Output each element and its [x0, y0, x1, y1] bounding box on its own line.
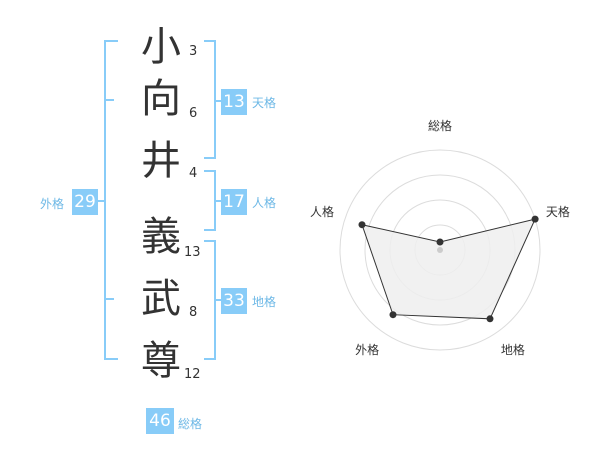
sokaku-value: 46 — [146, 408, 174, 434]
name-char-4: 義 — [141, 214, 181, 260]
stroke-count-6: 12 — [184, 367, 201, 382]
name-char-5: 武 — [141, 276, 181, 322]
ten-bracket — [204, 40, 216, 159]
tenkaku-label: 天格 — [252, 96, 277, 110]
radar-axis-label: 地格 — [500, 343, 525, 358]
name-char-2: 向 — [141, 76, 181, 122]
radar-point-3 — [486, 315, 494, 323]
radar-point-4 — [389, 311, 397, 319]
stroke-count-1: 3 — [189, 44, 198, 59]
chikaku-label: 地格 — [252, 295, 277, 309]
name-char-3: 井 — [141, 138, 181, 184]
tenkaku-value: 13 — [221, 89, 247, 115]
radar-axis-label: 総格 — [427, 119, 452, 133]
gaikaku-label: 外格 — [40, 197, 65, 211]
radar-point-5 — [358, 221, 366, 229]
radar-axis-label: 人格 — [310, 204, 335, 219]
stroke-count-5: 8 — [189, 305, 198, 320]
radar-point-1 — [436, 238, 444, 246]
jinkaku-value: 17 — [221, 189, 247, 215]
stroke-count-2: 6 — [189, 106, 198, 121]
brackets-group — [98, 40, 222, 360]
radar-value-area — [361, 218, 536, 320]
radar-grid-ring-4 — [339, 149, 541, 351]
stroke-count-3: 4 — [189, 166, 198, 181]
radar-center-dot — [437, 247, 443, 253]
radar-axis-label: 外格 — [355, 343, 380, 358]
jinkaku-label: 人格 — [252, 196, 277, 210]
name-char-6: 尊 — [141, 338, 181, 384]
radar-axis-label: 天格 — [545, 204, 570, 219]
chikaku-value: 33 — [221, 288, 247, 314]
gaikaku-value: 29 — [72, 189, 98, 215]
name-char-1: 小 — [141, 24, 181, 70]
sokaku-label: 総格 — [178, 417, 203, 431]
radar-point-2 — [531, 215, 539, 223]
stroke-count-4: 13 — [184, 245, 201, 260]
